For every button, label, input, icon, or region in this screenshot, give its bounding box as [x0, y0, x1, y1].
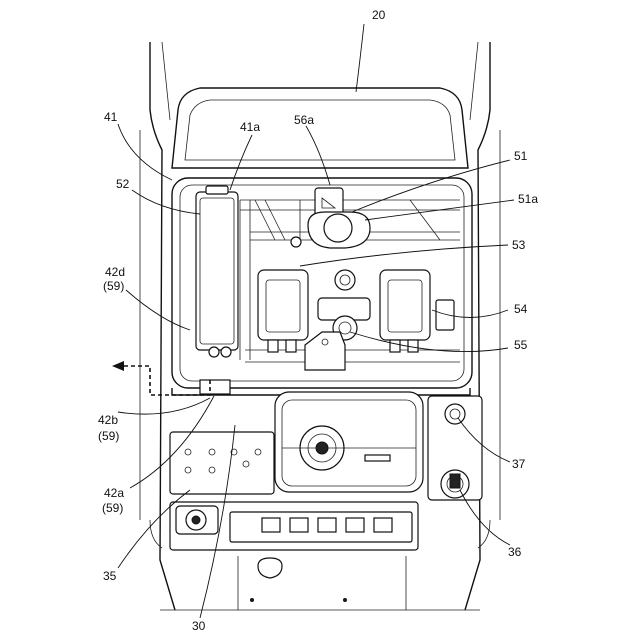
label-53: 53	[512, 238, 526, 252]
motor-unit-53	[258, 270, 308, 352]
label-35: 35	[103, 569, 117, 583]
label-42d: 42d	[105, 265, 125, 279]
left-panel-30	[170, 432, 274, 494]
label-51: 51	[514, 149, 528, 163]
label-55: 55	[514, 338, 528, 352]
label-42a-sub: (59)	[102, 501, 123, 515]
right-components	[428, 396, 482, 500]
label-54: 54	[514, 302, 528, 316]
label-42d-sub: (59)	[103, 279, 124, 293]
motor-unit-54	[380, 270, 430, 352]
label-30: 30	[192, 619, 206, 633]
battery-52	[196, 186, 238, 357]
label-41a: 41a	[240, 120, 260, 134]
label-37: 37	[512, 457, 526, 471]
reservoir-51	[291, 188, 370, 248]
label-42b: 42b	[98, 413, 118, 427]
label-41: 41	[104, 110, 118, 124]
label-36: 36	[508, 545, 522, 559]
label-51a: 51a	[518, 192, 538, 206]
label-42a: 42a	[104, 486, 124, 500]
center-console	[275, 392, 423, 492]
label-56a: 56a	[294, 113, 314, 127]
label-20: 20	[372, 8, 386, 22]
label-52: 52	[116, 177, 130, 191]
label-42b-sub: (59)	[98, 429, 119, 443]
bottom-switch-row	[170, 502, 418, 610]
